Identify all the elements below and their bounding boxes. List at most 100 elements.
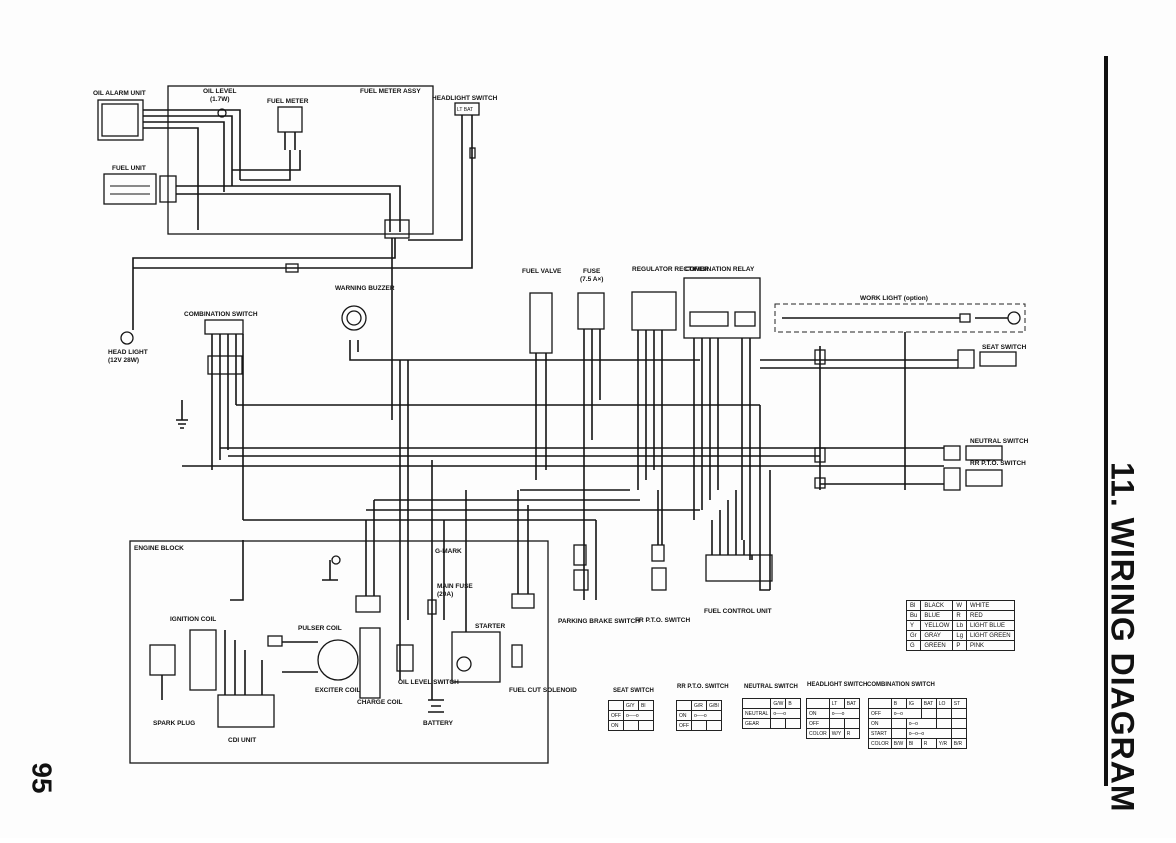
table-header (806, 698, 830, 709)
legend-name: WHITE (966, 600, 1015, 611)
ignition-coil: IGNITION COIL SPARK PLUG (149, 616, 217, 727)
legend-code: W (952, 600, 968, 611)
rr-pto-switch-label: RR P.T.O. SWITCH (970, 460, 1026, 467)
table-header: G/Bl (706, 700, 722, 711)
table-cell: R (920, 738, 937, 749)
combination-relay: COMBINATION RELAY (683, 266, 761, 560)
table-row-label: OFF (608, 710, 624, 721)
fuel-cut-solenoid-label: FUEL CUT SOLENOID (509, 687, 577, 694)
parking-brake-switch: PARKING BRAKE SWITCH (558, 544, 640, 625)
fuel-unit: FUEL UNIT (103, 165, 177, 205)
pulser-coil-label: PULSER COIL (298, 625, 342, 632)
table-cell: Bl (905, 738, 922, 749)
fuel-cut-solenoid: FUEL CUT SOLENOID (509, 490, 577, 694)
page-number: 95 (26, 762, 58, 794)
table-cell (691, 720, 707, 731)
switch-contact: o─o (905, 718, 937, 729)
legend-name: LIGHT GREEN (966, 630, 1015, 641)
switch-contact: o──o (623, 710, 654, 721)
fuel-meter-label: FUEL METER (267, 98, 309, 105)
table-row-label: OFF (676, 720, 692, 731)
seat-switch-table-title: SEAT SWITCH (613, 688, 654, 694)
fuse-sub-label: (7.5 A×) (580, 276, 603, 283)
legend-name: GRAY (920, 630, 954, 641)
legend-name: BLUE (920, 610, 954, 621)
right-vertical-bus (759, 332, 906, 591)
starter-label: STARTER (475, 623, 506, 630)
ignition-coil-label: IGNITION COIL (170, 616, 216, 623)
switch-contact: o──o (770, 708, 802, 719)
main-fuse-label: MAIN FUSE (437, 583, 473, 590)
fuse-label: FUSE (583, 268, 601, 275)
seat-switch-label: SEAT SWITCH (982, 344, 1027, 351)
rr-pto-switch-table-title: RR P.T.O. SWITCH (677, 684, 729, 690)
table-row-label: GEAR (741, 718, 772, 729)
fuel-control-unit: FUEL CONTROL UNIT (704, 490, 773, 615)
table-row-label: NEUTRAL (741, 708, 772, 719)
table-header: BAT (920, 698, 937, 709)
table-header: G/W (770, 698, 787, 709)
table-cell (950, 708, 967, 719)
switch-contact: o──o (691, 710, 722, 721)
legend-name: GREEN (920, 640, 954, 651)
table-cell: W/Y (828, 728, 845, 739)
legend-code: Lg (952, 630, 968, 641)
fuel-meter: FUEL METER (267, 98, 309, 150)
headlight-circuit: HEAD LIGHT (12V 28W) (108, 238, 473, 364)
ground-symbol-left (176, 400, 188, 429)
combination-switch: COMBINATION SWITCH (184, 311, 258, 520)
legend-code: Y (905, 620, 922, 631)
table-header: G/R (691, 700, 707, 711)
legend-code: Gr (905, 630, 922, 641)
neutral-switch-table-title: NEUTRAL SWITCH (744, 684, 798, 690)
legend-name: YELLOW (920, 620, 954, 631)
main-busses (182, 238, 905, 680)
table-header: Bl (638, 700, 654, 711)
table-row-label: ON (806, 708, 830, 719)
table-header: G/Y (623, 700, 639, 711)
fuel-meter-assembly: FUEL METER ASSY (167, 85, 434, 235)
spark-plug-label: SPARK PLUG (153, 720, 195, 727)
charge-coil-label: CHARGE COIL (357, 699, 403, 706)
exciter-coil-label: EXCITER COIL (315, 687, 361, 694)
table-row-label: OFF (868, 708, 892, 719)
table-cell: B/W (890, 738, 907, 749)
table-cell: R (843, 728, 860, 739)
headlight-switch-label: HEADLIGHT SWITCH (432, 95, 498, 102)
legend-code: G (905, 640, 922, 651)
table-row-label: ON (868, 718, 892, 729)
oil-level-label: OIL LEVEL (203, 88, 236, 95)
table-cell (770, 718, 787, 729)
table-header (868, 698, 892, 709)
table-row-label: COLOR (806, 728, 830, 739)
table-header: ST (950, 698, 967, 709)
assy-wiring (175, 109, 410, 239)
parking-brake-switch-label: PARKING BRAKE SWITCH (558, 618, 640, 625)
combination-switch-label: COMBINATION SWITCH (184, 311, 258, 318)
fuel-unit-label: FUEL UNIT (112, 165, 146, 172)
cdi-unit: CDI UNIT (217, 630, 275, 744)
table-row-label: START (868, 728, 892, 739)
switch-contact: o──o (828, 708, 860, 719)
table-cell: B/R (950, 738, 967, 749)
fuel-valve: FUEL VALVE (522, 268, 562, 480)
regulator-rectifier: REGULATOR RECTIFIER (631, 266, 709, 530)
legend-name: PINK (966, 640, 1015, 651)
table-cell (623, 720, 639, 731)
table-cell: Y/R (935, 738, 952, 749)
table-header: LO (935, 698, 952, 709)
table-cell (828, 718, 845, 729)
main-fuse-sub-label: (20A) (437, 591, 453, 598)
table-cell (706, 720, 722, 731)
legend-name: BLACK (920, 600, 954, 611)
table-row-label: ON (676, 710, 692, 721)
pulser-coil: PULSER COIL EXCITER COIL (267, 625, 361, 694)
table-header (608, 700, 624, 711)
switch-contact: o─o─o (905, 728, 952, 739)
work-light-label: WORK LIGHT (option) (860, 295, 928, 302)
title-rule (1104, 56, 1108, 786)
color-legend: Bl BLACK W WHITE Bu BLUE R RED Y YELLOW … (905, 600, 1015, 651)
